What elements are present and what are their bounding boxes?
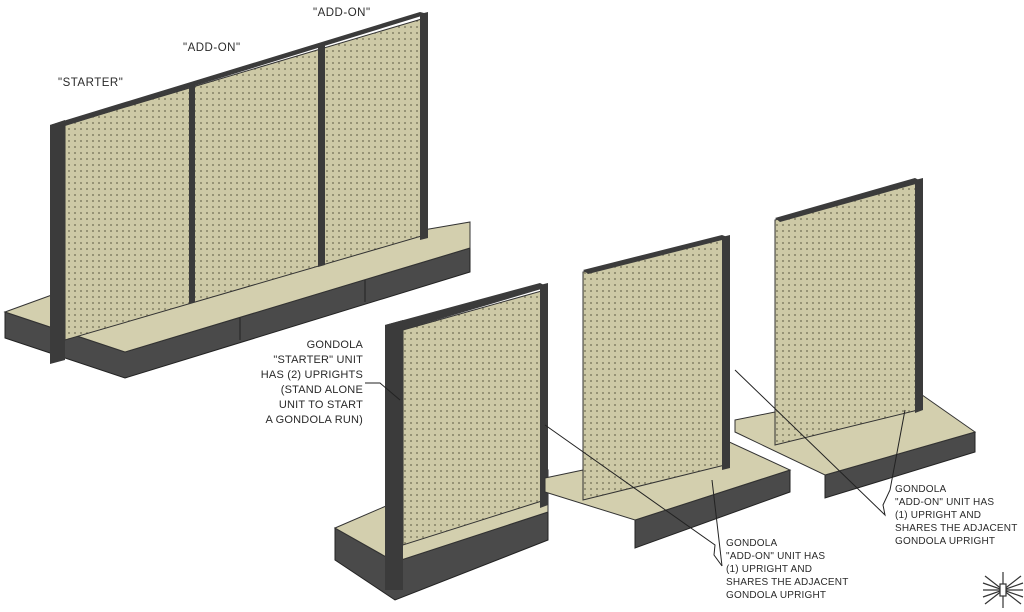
callout-addon-right-line: SHARES THE ADJACENT: [895, 523, 1018, 534]
logo-starburst-icon: [982, 572, 1024, 608]
leader-lines: [365, 369, 906, 567]
addon-unit-right: [734, 178, 977, 499]
addon-right-top-rail: [775, 178, 923, 222]
leader-addon-right: [734, 369, 906, 517]
callout-starter-line: "STARTER" UNIT: [273, 354, 363, 366]
starter-upright-right: [540, 283, 548, 508]
top-run-upright-right: [420, 12, 428, 240]
leader-addon-middle: [544, 424, 723, 567]
callout-starter-line: UNIT TO START: [278, 399, 363, 411]
addon-right-upright: [915, 178, 923, 413]
top-gondola-run: [3, 12, 471, 379]
callout-addon-middle: GONDOLA "ADD-ON" UNIT HAS (1) UPRIGHT AND S…: [726, 537, 849, 602]
callout-addon-right-line: GONDOLA: [895, 484, 947, 495]
leader-addon-middle-2: [711, 479, 723, 567]
label-addon-1: "ADD-ON": [183, 42, 241, 54]
addon-middle-top-rail: [583, 235, 730, 274]
top-run-upright-left: [50, 120, 65, 364]
addon-middle-upright: [722, 235, 730, 470]
callout-addon-right-line: "ADD-ON" UNIT HAS: [895, 497, 995, 508]
callout-addon-middle-line: GONDOLA: [726, 538, 778, 549]
addon-right-pegboard: [774, 181, 919, 446]
label-starter: "STARTER": [58, 77, 124, 89]
starter-upright-left: [385, 320, 403, 590]
starter-unit: [333, 283, 549, 601]
callout-addon-middle-line: GONDOLA UPRIGHT: [726, 590, 827, 601]
addon-middle-pegboard: [582, 237, 726, 501]
callout-addon-right: GONDOLA "ADD-ON" UNIT HAS (1) UPRIGHT AND S…: [895, 483, 1018, 548]
callout-starter-line: (STAND ALONE: [280, 384, 363, 396]
callout-starter-line: HAS (2) UPRIGHTS: [260, 369, 363, 381]
callout-starter: GONDOLA "STARTER" UNIT HAS (2) UPRIGHTS (ST…: [200, 338, 363, 428]
label-addon-2: "ADD-ON": [313, 7, 371, 19]
starter-pegboard: [402, 289, 546, 546]
callout-addon-right-line: (1) UPRIGHT AND: [895, 510, 982, 521]
top-run-upright-mid-1: [189, 82, 195, 304]
callout-starter-line: GONDOLA: [306, 339, 363, 351]
starter-top-rail: [385, 283, 548, 330]
leader-starter: [365, 382, 401, 401]
callout-addon-middle-line: SHARES THE ADJACENT: [726, 577, 849, 588]
callout-addon-middle-line: "ADD-ON" UNIT HAS: [726, 551, 826, 562]
callout-starter-line: A GONDOLA RUN): [265, 414, 363, 426]
callout-addon-right-line: GONDOLA UPRIGHT: [895, 536, 996, 547]
addon-unit-middle: [544, 235, 792, 549]
top-run-top-rail: [50, 12, 428, 126]
callout-addon-middle-line: (1) UPRIGHT AND: [726, 564, 813, 575]
top-run-upright-mid-2: [318, 43, 325, 267]
